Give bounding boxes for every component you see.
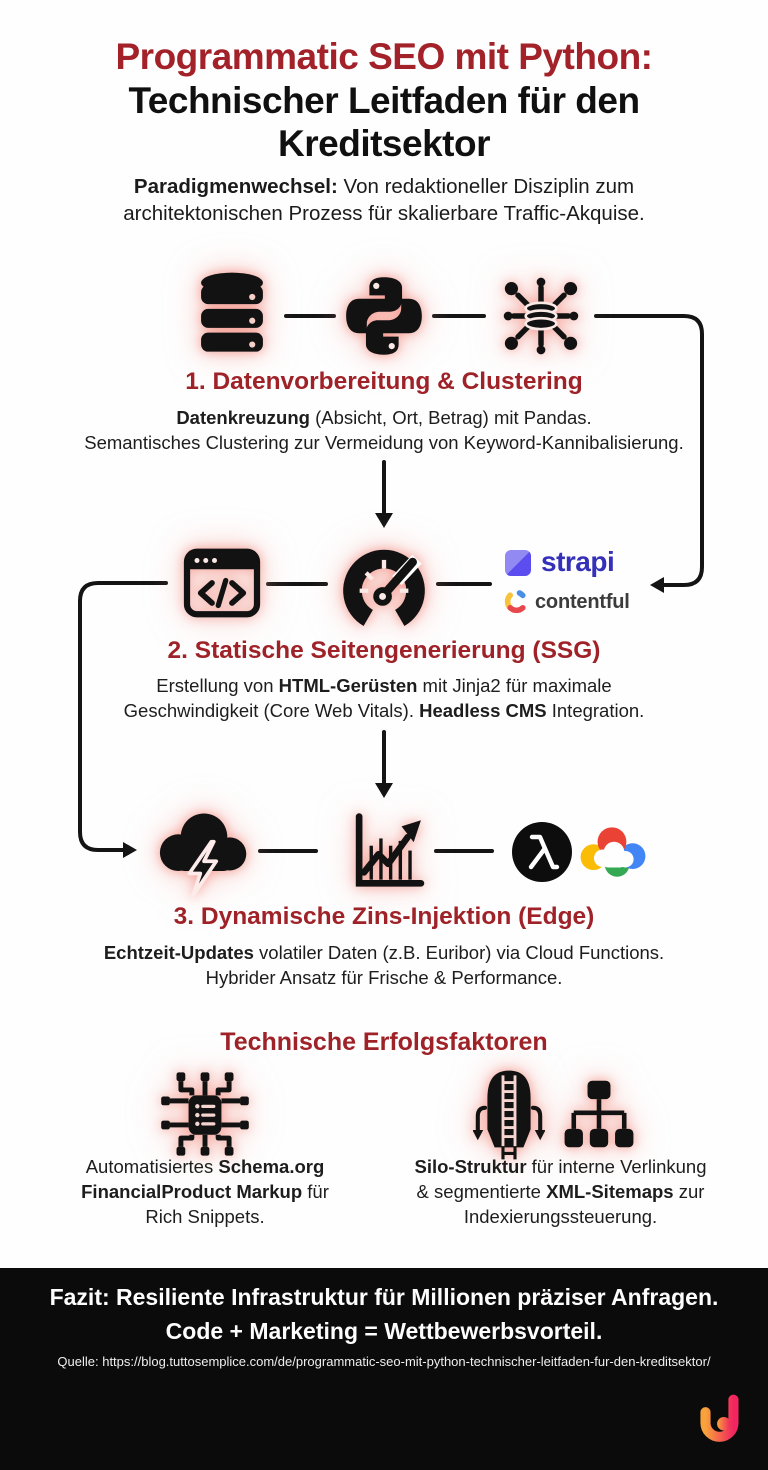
step3-line1: Echtzeit-Updates volatiler Daten (z.B. E… (103, 942, 665, 963)
factor2-text: Silo-Struktur für interne Verlinkung & s… (388, 1155, 733, 1229)
intro-rest: Von redaktioneller Disziplin zum archite… (123, 175, 645, 225)
database-icon (193, 272, 271, 360)
footer-source-url: Quelle: https://blog.tuttosemplice.com/d… (57, 1354, 711, 1369)
footer-conclusion-line1: Fazit: Resiliente Infrastruktur für Mill… (49, 1284, 719, 1310)
python-icon (341, 273, 427, 359)
step1-heading: 1. Datenvorbereitung & Clustering (185, 368, 583, 395)
factor1-line2: FinancialProduct Markup für (81, 1180, 329, 1202)
footer: Fazit: Resiliente Infrastruktur für Mill… (0, 1268, 768, 1470)
intro-lead: Paradigmenwechsel: (133, 175, 338, 198)
contentful-logo-label: contentful (535, 591, 630, 613)
speed-gauge-icon (337, 542, 431, 628)
schema-markup-icon (159, 1068, 251, 1160)
footer-conclusion-line2: Code + Marketing = Wettbewerbsvorteil. (165, 1318, 603, 1344)
step3-description: Echtzeit-Updates volatiler Daten (z.B. E… (44, 941, 724, 991)
step2-description: Erstellung von HTML-Gerüsten mit Jinja2 … (44, 674, 724, 724)
strapi-logo-icon (504, 549, 532, 577)
step2-heading: 2. Statische Seitengenerierung (SSG) (167, 637, 601, 664)
step2-line1: Erstellung von HTML-Gerüsten mit Jinja2 … (156, 675, 612, 696)
step2-line2: Geschwindigkeit (Core Web Vitals). Headl… (123, 699, 645, 721)
code-window-icon (182, 543, 262, 623)
aws-lambda-icon (510, 820, 574, 884)
step3-line2: Hybrider Ansatz für Frische & Performanc… (205, 966, 563, 988)
factor1-line3: Rich Snippets. (145, 1205, 265, 1227)
page-title: Technischer Leitfaden für den Kreditsekt… (128, 80, 640, 164)
factors-heading: Technische Erfolgsfaktoren (220, 1028, 548, 1056)
intro-text: Paradigmenwechsel: Von redaktioneller Di… (64, 174, 704, 227)
factor2-line3: Indexierungssteuerung. (463, 1205, 658, 1227)
data-cluster-icon (495, 270, 587, 362)
strapi-logo-label: strapi (541, 546, 615, 577)
storm-cloud-icon (152, 800, 256, 898)
sitemap-icon (560, 1078, 638, 1150)
factor1-line1: Automatisiertes Schema.org (85, 1156, 325, 1177)
step3-heading: 3. Dynamische Zins-Injektion (Edge) (173, 903, 595, 930)
factor2-line1: Silo-Struktur für interne Verlinkung (414, 1156, 707, 1177)
step1-description: Datenkreuzung (Absicht, Ort, Betrag) mit… (44, 406, 724, 456)
silo-icon (473, 1066, 545, 1164)
step1-line1: Datenkreuzung (Absicht, Ort, Betrag) mit… (176, 407, 592, 428)
page-title-accent: Programmatic SEO mit Python: (115, 36, 654, 77)
factor2-line2: & segmentierte XML-Sitemaps zur (416, 1180, 705, 1202)
step1-line2: Semantisches Clustering zur Vermeidung v… (84, 431, 684, 453)
contentful-logo-icon (503, 588, 530, 615)
google-cloud-icon (578, 824, 648, 878)
brand-logo-icon (692, 1390, 746, 1446)
growth-chart-icon (347, 808, 427, 898)
factor1-text: Automatisiertes Schema.org FinancialProd… (40, 1155, 370, 1229)
